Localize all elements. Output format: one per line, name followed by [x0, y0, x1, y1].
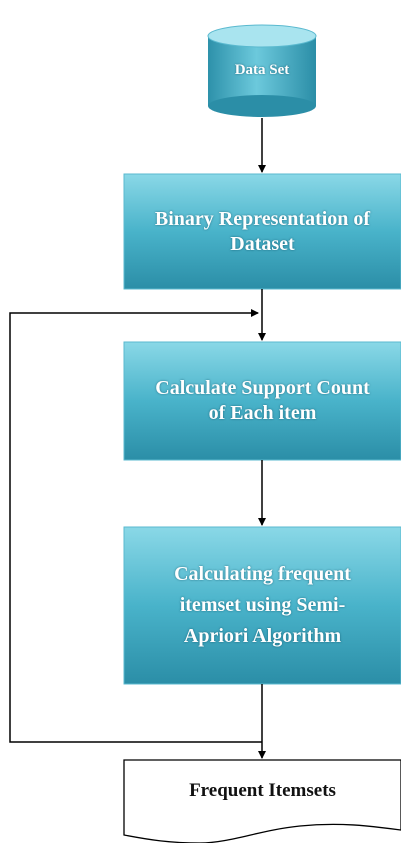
- step-label-support-count: Calculate Support Count of Each item: [124, 342, 401, 460]
- step-label-semi-apriori: Calculating frequent itemset using Semi-…: [124, 527, 401, 684]
- step1-line-1: Binary Representation of: [154, 207, 371, 230]
- output-document-shape: [123, 759, 401, 843]
- step3-line-3: Apriori Algorithm: [183, 625, 342, 647]
- step2-line-1: Calculate Support Count: [155, 377, 370, 399]
- step3-line-2: itemset using Semi-: [179, 594, 346, 616]
- loop-back-connector: [9, 309, 262, 743]
- output-label: Frequent Itemsets: [124, 766, 401, 816]
- step1-line-2: Dataset: [230, 232, 295, 255]
- dataset-label-text: Data Set: [234, 61, 290, 78]
- step3-line-1: Calculating frequent: [174, 563, 351, 585]
- dataset-label: Data Set: [208, 48, 316, 92]
- step2-line-2: of Each item: [208, 402, 317, 424]
- step-box-semi-apriori: [123, 526, 401, 685]
- output-label-text: Frequent Itemsets: [189, 780, 336, 802]
- step-label-binary-representation: Binary Representation of Dataset: [124, 174, 401, 289]
- dataset-cylinder: [207, 24, 317, 117]
